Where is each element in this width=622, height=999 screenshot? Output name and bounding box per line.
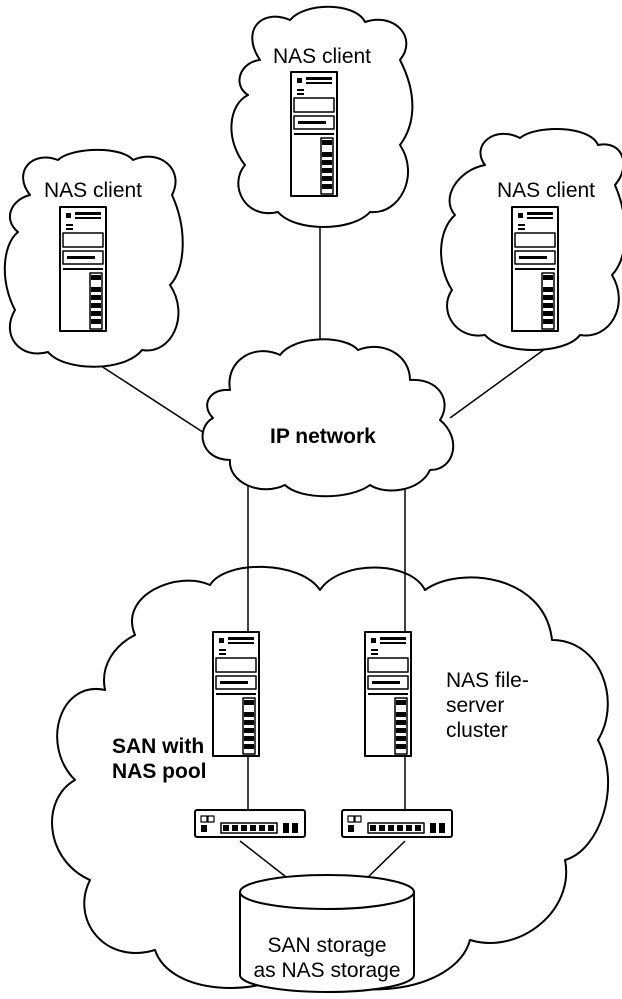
tower-server-icon <box>364 631 412 757</box>
san-cloud-icon <box>51 565 610 991</box>
tower-server-icon <box>212 631 260 757</box>
cluster-label: NAS file- server cluster <box>446 669 529 742</box>
tower-server-icon <box>290 71 338 197</box>
tower-server-icon <box>511 206 559 332</box>
client-left-label: NAS client <box>43 179 143 202</box>
san-pool-label: SAN with NAS pool <box>112 735 207 783</box>
ip-network-cloud-icon <box>201 338 455 498</box>
storage-cylinder-icon <box>239 874 415 993</box>
network-switch-icon <box>194 809 306 838</box>
tower-server-icon <box>59 206 107 332</box>
client-top-label: NAS client <box>272 45 372 68</box>
network-switch-icon <box>341 809 453 838</box>
ip-network-label: IP network <box>270 425 376 448</box>
client-right-label: NAS client <box>496 179 596 202</box>
storage-label: SAN storage as NAS storage <box>253 934 401 982</box>
